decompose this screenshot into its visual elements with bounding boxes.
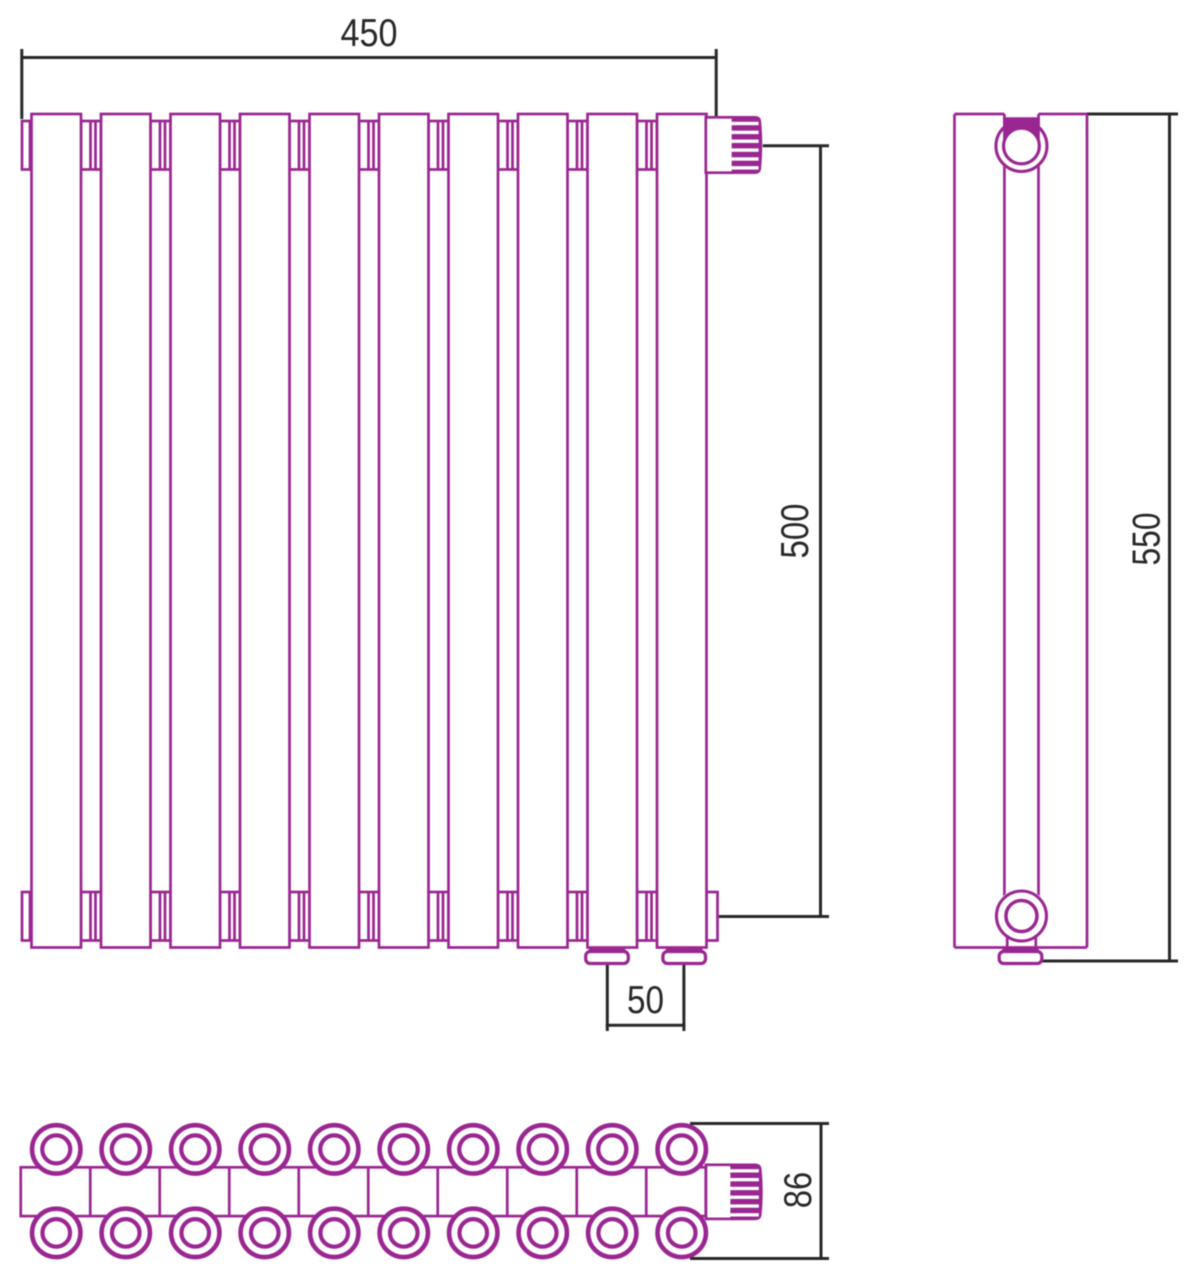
- svg-text:50: 50: [627, 979, 664, 1022]
- svg-text:550: 550: [1126, 513, 1169, 566]
- svg-text:500: 500: [774, 504, 817, 559]
- svg-text:450: 450: [341, 12, 398, 55]
- svg-text:86: 86: [777, 1172, 820, 1209]
